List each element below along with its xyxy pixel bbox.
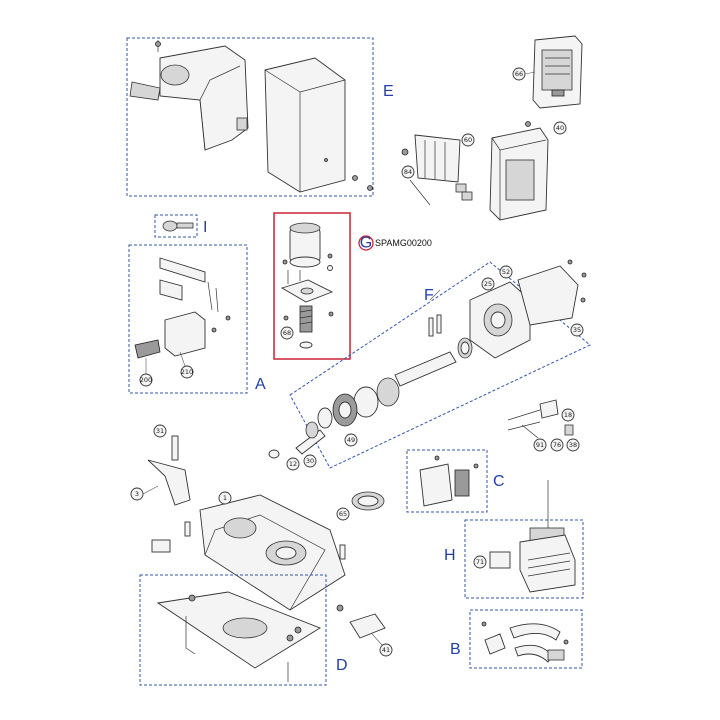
front-cover [159, 45, 249, 151]
callout-38: 38 [569, 441, 577, 449]
bridge-rectifier [489, 551, 511, 569]
group-h: H 71 [444, 480, 584, 599]
release-lever [159, 257, 206, 283]
control-parts: 66 60 84 40 [401, 35, 583, 221]
screw-icon [155, 41, 161, 47]
group-a-label: A [255, 376, 266, 393]
limit-switch-parts: 18 91 76 38 [507, 399, 580, 452]
release-arm [147, 459, 191, 506]
group-b-label: B [450, 641, 461, 658]
group-f: F 25 52 35 49 12 [268, 259, 591, 471]
worm-screw [299, 305, 313, 333]
cover-clip [236, 117, 248, 131]
callout-76: 76 [553, 441, 561, 449]
callout-41: 41 [382, 646, 390, 654]
bracket [151, 539, 171, 553]
group-i-border [154, 214, 198, 238]
screw-icon [327, 253, 333, 259]
limit-bracket [484, 633, 506, 655]
capacitor-block [419, 463, 453, 507]
group-h-label: H [444, 547, 456, 564]
drive-shaft [394, 351, 457, 387]
group-a: A 200 210 [128, 244, 266, 394]
lock-cylinder [134, 339, 161, 359]
gear-wheel [353, 386, 379, 418]
callout-71: 71 [476, 558, 484, 566]
group-d-border [139, 574, 327, 686]
worm-wheel [376, 377, 400, 407]
group-g-marker [358, 235, 374, 251]
callout-25: 25 [484, 280, 492, 288]
callout-40: 40 [556, 124, 564, 132]
group-c: C [406, 449, 505, 513]
callout-31: 31 [156, 427, 164, 435]
screw-icon [352, 175, 358, 181]
callout-200: 200 [140, 376, 152, 384]
cover-handle [160, 64, 190, 86]
group-e-label: E [383, 83, 394, 100]
lock-block [164, 311, 206, 357]
nut-icon [294, 626, 302, 634]
group-d: D [139, 574, 348, 686]
callout-66: 66 [515, 70, 523, 78]
callout-35: 35 [573, 326, 581, 334]
group-d-label: D [336, 657, 348, 674]
callout-3: 3 [135, 490, 139, 498]
callout-68: 68 [283, 329, 291, 337]
group-g-highlight-box [273, 212, 351, 360]
callout-210: 210 [181, 368, 193, 376]
group-c-border [406, 449, 488, 513]
group-i: I [154, 214, 207, 238]
group-f-label: F [424, 287, 434, 304]
callout-52: 52 [502, 268, 510, 276]
callout-65: 65 [339, 510, 347, 518]
limit-switch [539, 399, 559, 419]
group-h-border [464, 519, 584, 599]
screw-icon [367, 185, 373, 191]
motor-support [517, 265, 579, 326]
terminal-bracket [414, 134, 461, 183]
transformer [519, 534, 576, 593]
screw-icon [401, 148, 409, 156]
callout-1: 1 [223, 494, 227, 502]
callout-30: 30 [306, 457, 314, 465]
limit-cam [509, 623, 561, 641]
nut-icon [286, 634, 294, 642]
group-e: E [126, 37, 394, 197]
rear-cover [264, 57, 346, 193]
callout-84: 84 [404, 168, 412, 176]
screw-icon [525, 121, 531, 127]
group-b-border [469, 609, 583, 669]
callout-12: 12 [289, 460, 297, 468]
callout-18: 18 [564, 411, 572, 419]
highlight-part-code: SPAMG00200 [375, 238, 432, 248]
main-body-parts: 31 3 1 65 [130, 424, 385, 611]
cover-lock-cap [129, 81, 161, 101]
rack-spacer [349, 613, 386, 639]
nut-icon [336, 604, 344, 612]
callout-91: 91 [536, 441, 544, 449]
callout-49: 49 [347, 436, 355, 444]
group-e-border [126, 37, 374, 197]
group-a-border [128, 244, 248, 394]
nut-icon [188, 594, 196, 602]
group-g-label: G [360, 235, 372, 252]
bolt [171, 435, 179, 461]
group-i-label: I [203, 219, 207, 236]
part-41-group: 41 [349, 613, 393, 657]
group-f-border [289, 261, 591, 469]
group-g: 68 G SPAMG00200 [273, 212, 432, 360]
callout-60: 60 [464, 136, 472, 144]
screw-icon [282, 259, 288, 265]
key-icon [162, 220, 178, 232]
group-b: B [450, 609, 583, 669]
group-c-label: C [493, 473, 505, 490]
